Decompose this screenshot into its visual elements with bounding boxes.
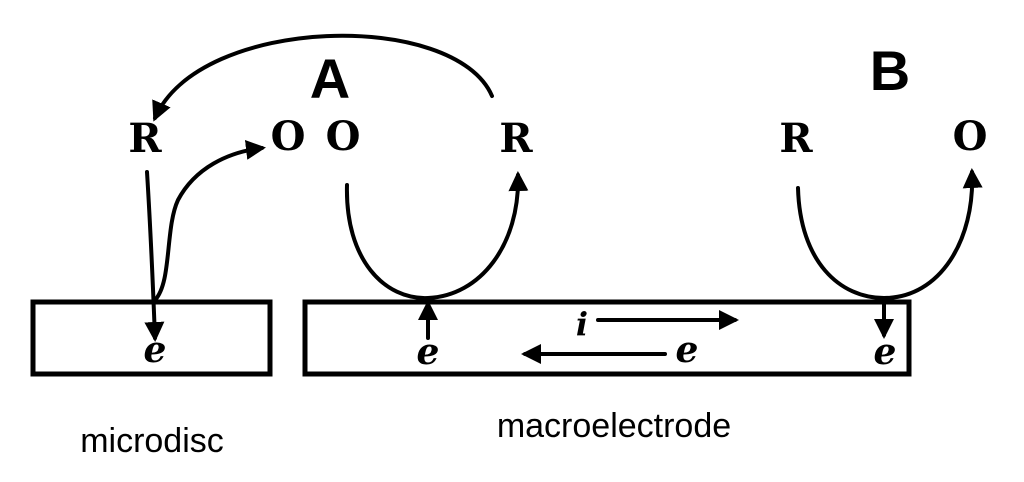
electron-macro-mid: e [676,329,699,371]
region-a-loop-arrow [344,171,529,301]
macroelectrode-label: macroelectrode [497,407,731,445]
microdisc-up-arrow [153,139,266,302]
microdisc-down-arrow [144,170,165,342]
macroelectrode-electrode [302,299,912,377]
region-b-loop-arrow [796,168,983,300]
electron-macro-left: e [417,331,440,373]
species-o-mid: O [326,113,361,160]
microdisc-electrode [30,299,273,377]
microdisc-label: microdisc [80,422,224,460]
species-o-left: O [271,113,306,160]
species-o-right: O [953,113,988,160]
electron-microdisc: e [144,329,167,371]
current-label: i [576,305,588,343]
species-r-left: R [128,115,162,162]
section-b-label: B [870,39,910,102]
feedback-arc-arrow [152,33,494,122]
species-r-right: R [779,115,813,162]
electron-macro-right: e [874,331,897,373]
section-a-label: A [310,47,350,110]
species-r-mid: R [499,115,533,162]
